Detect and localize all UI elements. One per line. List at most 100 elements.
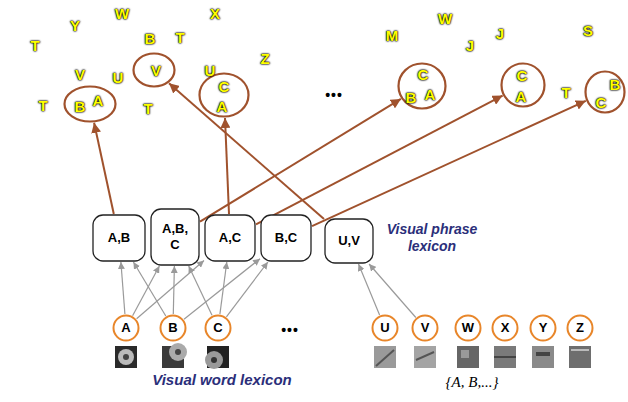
feature-letter: T bbox=[143, 101, 152, 116]
word-to-phrase-arrow bbox=[220, 262, 227, 314]
feature-letter: T bbox=[175, 30, 184, 45]
word-to-phrase-arrow bbox=[121, 262, 125, 314]
set-notation: {A, B,...} bbox=[446, 373, 499, 391]
phrase-box: A,C bbox=[204, 214, 256, 262]
shape-outline bbox=[161, 316, 186, 341]
feature-letter: J bbox=[496, 26, 504, 41]
feature-ellipse-outline bbox=[63, 85, 117, 123]
shape-outline bbox=[11, 307, 613, 399]
feature-letter: T bbox=[38, 98, 47, 113]
feature-letter: A bbox=[425, 87, 436, 102]
feature-letter: X bbox=[210, 6, 220, 21]
feature-letter: U bbox=[205, 63, 216, 78]
word-to-phrase-arrow bbox=[359, 264, 380, 315]
shape-outline bbox=[456, 316, 481, 341]
shape-outline bbox=[261, 215, 311, 261]
word-to-phrase-arrow bbox=[184, 259, 260, 320]
street-photo-left bbox=[1, 1, 312, 205]
word-letter: B bbox=[168, 320, 177, 336]
shape-outline bbox=[114, 316, 139, 341]
word-letter: C bbox=[213, 320, 222, 336]
phrase-box: U,V bbox=[324, 218, 374, 264]
visual-word-circle: W bbox=[454, 314, 482, 342]
visual-word-circle: U bbox=[371, 314, 399, 342]
feature-letter: A bbox=[93, 93, 104, 108]
feature-letter: W bbox=[438, 11, 452, 26]
shape-outline bbox=[205, 215, 255, 261]
word-to-phrase-arrow bbox=[173, 266, 174, 314]
shape-outline bbox=[134, 54, 175, 87]
lexicon-title: Visual phrase lexicon bbox=[382, 221, 482, 255]
feature-letter: V bbox=[151, 63, 161, 78]
word-to-phrase-arrow bbox=[369, 264, 416, 318]
word-to-phrase-arrow bbox=[133, 262, 165, 316]
feature-letter: U bbox=[113, 70, 124, 85]
phrase-box: B,C bbox=[260, 214, 312, 262]
visual-word-circle: Z bbox=[566, 314, 594, 342]
visual-word-circle: Y bbox=[529, 314, 557, 342]
feature-letter: B bbox=[145, 31, 156, 46]
phrase-text: U,V bbox=[338, 233, 360, 249]
shape-outline bbox=[325, 219, 373, 263]
feature-letter: T bbox=[561, 85, 570, 100]
shape-outline bbox=[413, 316, 438, 341]
phrase-instance-arrow bbox=[94, 123, 114, 214]
shape-outline bbox=[399, 64, 446, 109]
shape-outline bbox=[373, 316, 398, 341]
shape-outline bbox=[568, 316, 593, 341]
lexicon-band-shape bbox=[10, 306, 614, 400]
phrase-instance-arrow bbox=[256, 96, 503, 225]
visual-word-circle: C bbox=[204, 314, 232, 342]
shape-outline bbox=[200, 74, 249, 117]
shape-outline bbox=[531, 316, 556, 341]
phrase-instance-arrow bbox=[200, 99, 401, 222]
feature-letter: B bbox=[610, 77, 621, 92]
feature-ellipse: CA bbox=[198, 72, 250, 118]
shape-outline bbox=[586, 72, 625, 113]
feature-letter: J bbox=[466, 38, 474, 53]
word-letter: V bbox=[421, 320, 430, 336]
feature-letter: A bbox=[516, 89, 527, 104]
feature-ellipse: CA bbox=[500, 62, 546, 108]
shape-outline bbox=[56, 199, 544, 277]
feature-ellipse: BA bbox=[63, 85, 117, 123]
feature-letter: Y bbox=[70, 18, 80, 33]
feature-letter: S bbox=[583, 23, 593, 38]
phrase-text: A,B bbox=[108, 230, 130, 246]
shape-outline bbox=[502, 64, 545, 107]
shape-outline bbox=[493, 316, 518, 341]
feature-letter: B bbox=[406, 90, 417, 105]
feature-letter: T bbox=[30, 38, 39, 53]
phrase-text: B,C bbox=[275, 230, 297, 246]
lexicon-band: Visual word lexiconABCUVWXYZ bbox=[10, 306, 614, 400]
visual-word-circle: B bbox=[159, 314, 187, 342]
phrase-text: A,B, C bbox=[158, 221, 192, 252]
phrase-instance-arrow bbox=[312, 101, 586, 226]
feature-letter: Z bbox=[260, 51, 269, 66]
feature-letter: C bbox=[418, 67, 429, 82]
texture-thumbnail bbox=[374, 346, 591, 368]
word-to-phrase-arrow bbox=[137, 261, 204, 319]
feature-letter: A bbox=[217, 99, 228, 114]
feature-letter: C bbox=[517, 68, 528, 83]
phrase-box: A,B bbox=[92, 214, 146, 262]
visual-word-circle: X bbox=[491, 314, 519, 342]
ellipsis-mark: ••• bbox=[281, 323, 299, 337]
word-letter: U bbox=[380, 320, 389, 336]
phrase-box: A,B, C bbox=[150, 208, 200, 266]
word-to-phrase-arrow bbox=[189, 266, 212, 315]
ellipsis-mark: ••• bbox=[325, 88, 343, 102]
phrase-instance-arrow bbox=[225, 118, 229, 214]
feature-ellipse: CB bbox=[584, 70, 626, 114]
visual-word-circle: A bbox=[112, 314, 140, 342]
feature-ellipse: V bbox=[132, 52, 176, 88]
feature-letter: C bbox=[596, 95, 607, 110]
street-photo-right bbox=[352, 1, 627, 190]
shape-outline bbox=[65, 87, 116, 122]
shape-outline bbox=[93, 215, 145, 261]
word-to-phrase-arrow bbox=[226, 262, 268, 317]
word-letter: Y bbox=[539, 320, 548, 336]
word-letter: A bbox=[121, 320, 130, 336]
